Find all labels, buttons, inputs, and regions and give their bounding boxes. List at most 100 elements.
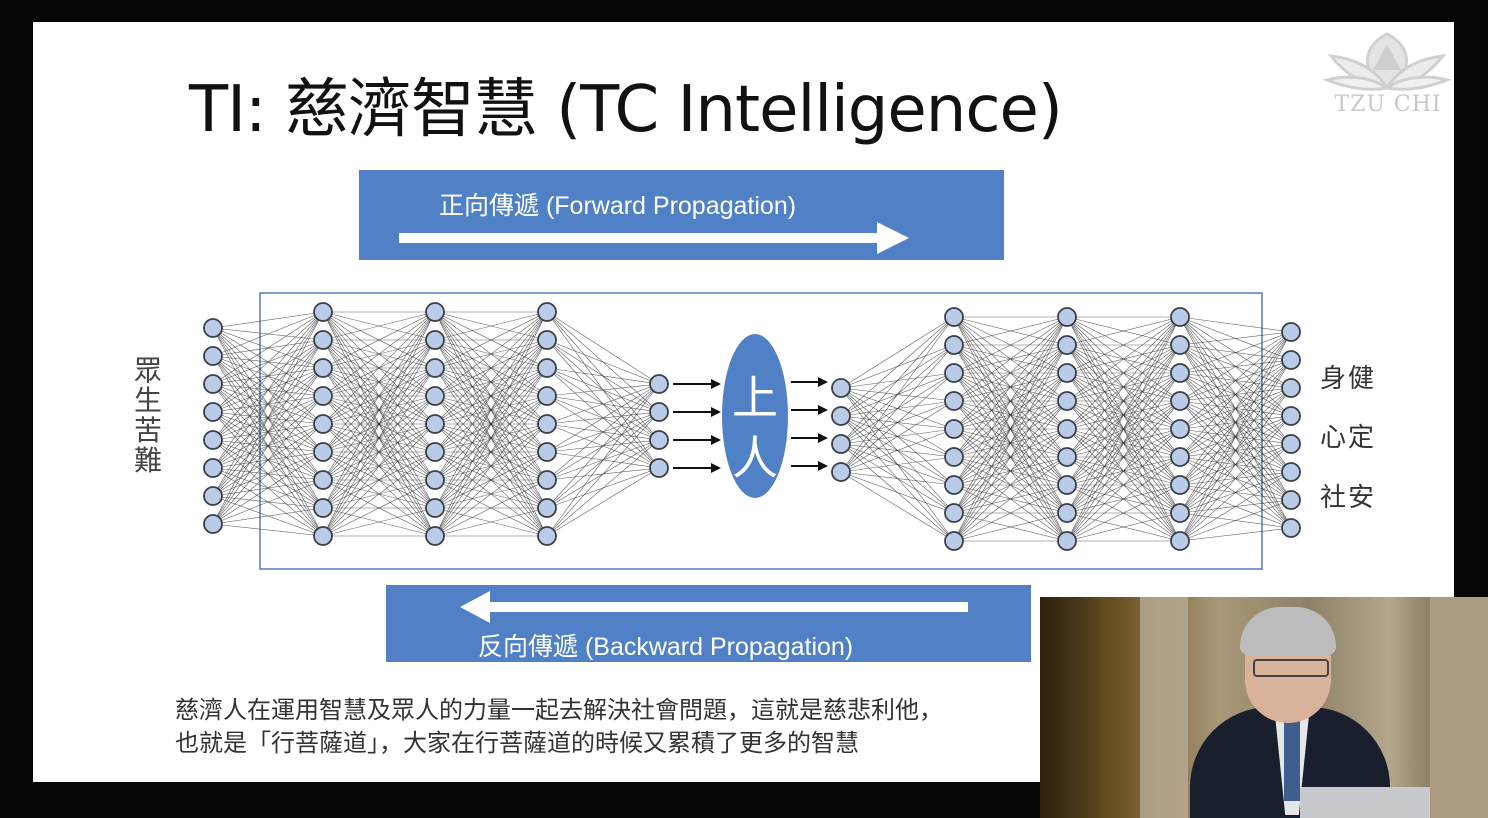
network-node: [313, 526, 333, 546]
backward-arrow-icon: [460, 591, 968, 623]
network-connection: [953, 400, 1068, 542]
network-node: [1281, 406, 1301, 426]
network-connection: [1179, 331, 1292, 486]
network-connection: [434, 311, 548, 369]
network-connection: [953, 484, 1068, 542]
network-node: [1057, 419, 1077, 439]
network-node: [1057, 335, 1077, 355]
network-connection: [1066, 344, 1181, 542]
network-connection: [840, 316, 955, 417]
network-connection: [840, 372, 955, 473]
right-label-body: 身健: [1320, 364, 1377, 394]
arrow-into-center-head: [711, 435, 721, 445]
network-connection: [1066, 372, 1181, 542]
podium: [1300, 787, 1430, 818]
network-connection: [546, 467, 660, 537]
network-connection: [212, 479, 324, 525]
network-node: [425, 414, 445, 434]
network-node: [537, 470, 557, 490]
slide-title: TI: 慈濟智慧 (TC Intelligence): [189, 73, 1063, 147]
network-connection: [1066, 428, 1181, 542]
network-connection: [434, 311, 548, 453]
network-node: [1170, 335, 1190, 355]
network-connection: [953, 316, 1068, 374]
network-connection: [434, 311, 548, 481]
network-connection: [1179, 331, 1292, 542]
network-node: [313, 386, 333, 406]
network-connection: [322, 451, 436, 537]
network-connection: [434, 367, 548, 537]
network-connection: [212, 507, 324, 525]
network-connection: [953, 316, 1068, 402]
network-node: [1281, 322, 1301, 342]
network-connection: [1179, 415, 1292, 542]
arrow-out-of-center-head: [818, 461, 828, 471]
speaker-video-overlay: [1040, 597, 1488, 818]
arrow-into-center-head: [711, 463, 721, 473]
network-node: [203, 346, 223, 366]
network-connection: [322, 395, 436, 537]
network-connection: [1179, 527, 1292, 542]
network-node: [1281, 462, 1301, 482]
network-connection: [546, 367, 660, 385]
speaker-tie: [1284, 721, 1300, 801]
network-connection: [953, 316, 1068, 346]
backward-propagation-band: 反向傳遞 (Backward Propagation): [386, 585, 1031, 662]
network-node: [1281, 490, 1301, 510]
caption-line-1: 慈濟人在運用智慧及眾人的力量一起去解決社會問題，這就是慈悲利他，: [175, 696, 943, 724]
network-connection: [212, 311, 324, 525]
network-connection: [322, 311, 436, 397]
slide: TI: 慈濟智慧 (TC Intelligence) TZU CHI 正向傳遞 …: [33, 22, 1454, 782]
network-node: [1281, 378, 1301, 398]
network-node: [1057, 503, 1077, 523]
network-node: [1170, 419, 1190, 439]
network-node: [203, 486, 223, 506]
network-node: [831, 462, 851, 482]
network-connection: [212, 523, 324, 537]
network-node: [649, 458, 669, 478]
network-connection: [212, 311, 324, 441]
network-connection: [322, 311, 436, 509]
video-pillar: [1040, 597, 1100, 818]
network-node: [1170, 531, 1190, 551]
network-connection: [953, 456, 1068, 542]
arrow-into-center-head: [711, 407, 721, 417]
network-node: [425, 386, 445, 406]
network-node: [425, 498, 445, 518]
network-connection: [322, 311, 436, 341]
network-connection: [546, 383, 660, 397]
network-connection: [1066, 316, 1181, 430]
network-node: [649, 374, 669, 394]
network-node: [944, 335, 964, 355]
network-connection: [1179, 331, 1292, 430]
network-node: [313, 414, 333, 434]
network-connection: [1066, 316, 1181, 486]
network-connection: [212, 395, 324, 525]
network-connection: [546, 383, 660, 481]
network-connection: [1179, 331, 1292, 402]
network-connection: [546, 383, 660, 425]
network-connection: [1179, 331, 1292, 374]
network-node: [944, 475, 964, 495]
network-connection: [953, 316, 1068, 542]
network-connection: [212, 311, 324, 497]
network-connection: [434, 311, 548, 509]
logo-text: TZU CHI: [1334, 92, 1442, 117]
network-connection: [546, 411, 660, 537]
network-node: [313, 442, 333, 462]
network-node: [537, 330, 557, 350]
network-node: [944, 503, 964, 523]
network-connection: [434, 479, 548, 537]
network-connection: [953, 372, 1068, 542]
network-connection: [1179, 331, 1292, 458]
network-connection: [953, 512, 1068, 542]
network-node: [537, 386, 557, 406]
network-node: [313, 358, 333, 378]
network-node: [1170, 391, 1190, 411]
network-node: [537, 414, 557, 434]
network-connection: [212, 311, 324, 329]
network-connection: [546, 439, 660, 537]
network-connection: [322, 507, 436, 537]
network-connection: [840, 316, 955, 473]
caption-line-2: 也就是「行菩薩道」，大家在行菩薩道的時候又累積了更多的智慧: [175, 729, 859, 757]
